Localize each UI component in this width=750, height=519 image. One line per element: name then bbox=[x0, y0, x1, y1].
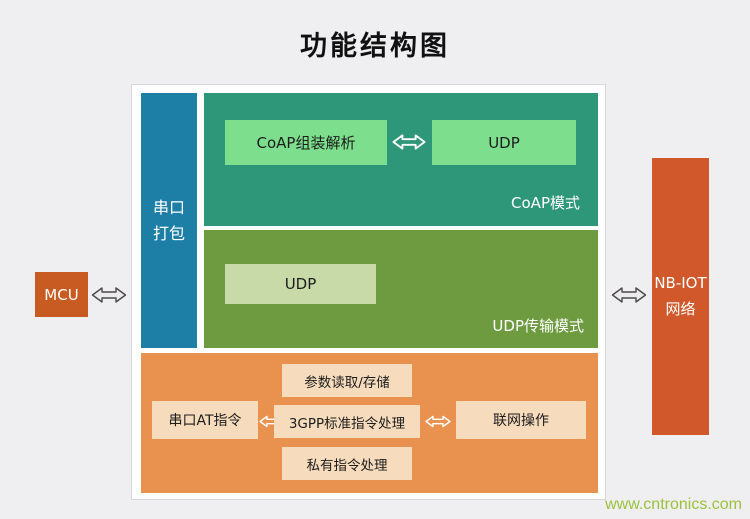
nbiot-network-box: NB-IOT 网络 bbox=[652, 158, 709, 435]
double-arrow-icon bbox=[392, 134, 426, 150]
udp-box: UDP bbox=[225, 264, 376, 304]
coap-mode-section: CoAP组装解析 UDP CoAP模式 bbox=[204, 93, 598, 226]
page-title: 功能结构图 bbox=[300, 31, 450, 62]
udp-section-label: UDP传输模式 bbox=[492, 317, 584, 335]
network-operation-box: 联网操作 bbox=[456, 401, 586, 439]
coap-section-label: CoAP模式 bbox=[511, 194, 580, 212]
udp-mode-section: UDP UDP传输模式 bbox=[204, 230, 598, 348]
serial-at-box: 串口AT指令 bbox=[152, 401, 258, 439]
mcu-box: MCU bbox=[35, 272, 88, 317]
watermark: www.cntronics.com bbox=[605, 496, 742, 513]
double-arrow-icon bbox=[425, 415, 451, 428]
at-command-section: 串口AT指令 参数读取/存储 3GPP标准指令处理 私有指令处理 联网操作 bbox=[141, 353, 598, 493]
param-storage-box: 参数读取/存储 bbox=[282, 364, 412, 397]
private-command-box: 私有指令处理 bbox=[282, 447, 412, 480]
coap-assemble-box: CoAP组装解析 bbox=[225, 120, 387, 165]
serial-pack-bar: 串口 打包 bbox=[141, 93, 197, 348]
coap-udp-box: UDP bbox=[432, 120, 576, 165]
diagram-container: 串口 打包 CoAP组装解析 UDP CoAP模式 UDP UDP传输模式 串口… bbox=[131, 84, 606, 500]
double-arrow-icon bbox=[91, 287, 127, 303]
gpp-command-box: 3GPP标准指令处理 bbox=[274, 405, 420, 438]
double-arrow-icon bbox=[611, 287, 647, 303]
